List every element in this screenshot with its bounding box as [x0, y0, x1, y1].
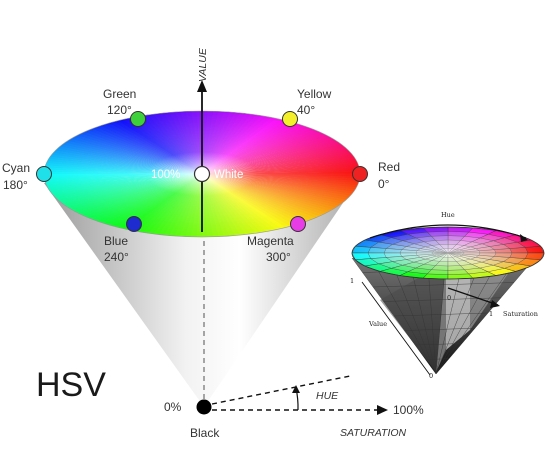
inset-hue-arc	[369, 224, 527, 239]
main-hsv-cone: VALUE Green 120° Yellow 40° Cyan 180° Re…	[2, 47, 424, 440]
label-blue-angle: 240°	[104, 250, 129, 264]
marker-yellow	[282, 111, 298, 127]
hsv-title: HSV	[36, 366, 106, 404]
marker-magenta	[290, 216, 306, 232]
marker-green	[130, 111, 146, 127]
inset-value-axis	[361, 281, 431, 376]
inset-hsv-cone: Hue Saturation 1 0 1 Value 0	[350, 211, 545, 380]
inset-saturation-axis	[447, 287, 499, 306]
label-green-angle: 120°	[107, 103, 132, 117]
label-saturation-axis: SATURATION	[340, 427, 407, 439]
inset-hue-label: Hue	[441, 211, 455, 219]
label-yellow-name: Yellow	[297, 87, 332, 101]
inset-grid-line	[435, 251, 541, 375]
value-axis-label: VALUE	[197, 47, 209, 82]
label-center-value: 100%	[151, 169, 180, 181]
label-center-white: White	[214, 169, 243, 181]
inset-saturation-label: Saturation	[503, 310, 538, 318]
label-blue-name: Blue	[104, 234, 128, 248]
label-magenta-angle: 300°	[266, 250, 291, 264]
inset-value-label: Value	[368, 320, 387, 328]
marker-blue	[126, 216, 142, 232]
inset-grid-line	[370, 257, 437, 375]
marker-white	[193, 165, 211, 183]
label-cyan-name: Cyan	[2, 161, 30, 175]
label-green-name: Green	[103, 87, 136, 101]
label-black: Black	[190, 426, 220, 440]
inset-grid-line	[351, 257, 437, 375]
label-hue-axis: HUE	[316, 390, 339, 402]
marker-black	[196, 399, 212, 415]
hue-arc-arrowhead	[292, 385, 300, 393]
inset-saturation-arrowhead	[490, 300, 500, 308]
label-red-name: Red	[378, 160, 400, 174]
inset-zero-label-a: 0	[447, 294, 451, 302]
label-cyan-angle: 180°	[3, 178, 28, 192]
marker-cyan	[36, 166, 52, 182]
label-magenta-name: Magenta	[247, 234, 294, 248]
inset-one-label-b: 1	[489, 310, 493, 318]
marker-red	[352, 166, 368, 182]
hue-ray	[211, 375, 351, 405]
inset-grid-line	[389, 256, 437, 375]
inset-hue-arrowhead	[520, 234, 528, 242]
label-yellow-angle: 40°	[297, 103, 315, 117]
cone-body	[44, 178, 360, 407]
value-axis-arrowhead	[197, 80, 207, 92]
label-zero-percent: 0%	[164, 400, 182, 414]
saturation-axis-arrowhead	[377, 405, 388, 415]
inset-zero-label-b: 0	[429, 372, 433, 380]
label-saturation-end: 100%	[393, 403, 424, 417]
inset-one-label-a: 1	[350, 277, 354, 285]
label-red-angle: 0°	[378, 177, 390, 191]
